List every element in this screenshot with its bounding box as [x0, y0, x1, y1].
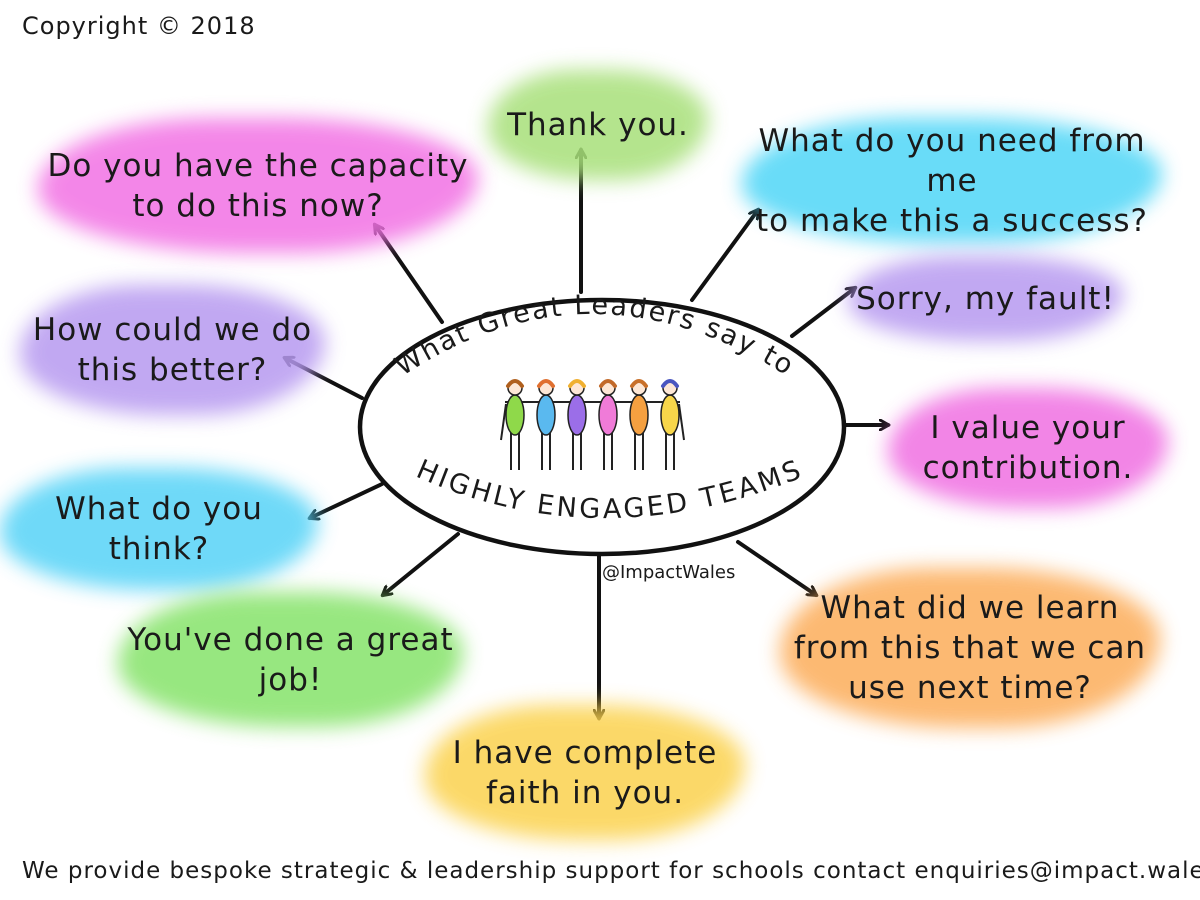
bubble-text: I value your contribution.	[922, 410, 1134, 486]
person-figure	[505, 379, 525, 470]
bubble-text: How could we do this better?	[32, 312, 313, 388]
arrow-learn	[736, 540, 816, 595]
arrow-great	[383, 532, 460, 595]
bubble-background	[848, 256, 1123, 341]
person-figure	[598, 379, 618, 470]
bubble-background	[888, 388, 1168, 508]
bubble-background	[0, 468, 318, 590]
bubble-text: I have complete faith in you.	[452, 734, 718, 811]
bubble-text: You've done a great job!	[127, 621, 454, 698]
bubble-capacity: Do you have the capacity to do this now?	[38, 118, 478, 253]
bubble-complete-faith: I have complete faith in you.	[425, 705, 745, 840]
team-people-illustration	[500, 379, 685, 470]
arrow-need	[690, 210, 758, 302]
twitter-handle: @ImpactWales	[602, 562, 736, 583]
bubble-text: What did we learn from this that we can …	[793, 590, 1147, 706]
bubble-sorry: Sorry, my fault!	[848, 256, 1123, 341]
person-figure	[629, 379, 649, 470]
bubble-great-job: You've done a great job!	[118, 592, 463, 727]
bubble-background	[38, 118, 478, 253]
bubble-background	[118, 592, 463, 727]
bubble-what-do-you-need: What do you need from me to make this a …	[742, 118, 1162, 243]
bubble-text: Sorry, my fault!	[856, 280, 1115, 317]
arrow-sorry	[790, 288, 855, 338]
copyright-text: Copyright © 2018	[22, 12, 256, 40]
bubble-background	[20, 285, 325, 415]
arrow-think	[310, 482, 384, 518]
bubble-background	[425, 705, 745, 840]
bubble-what-did-we-learn: What did we learn from this that we can …	[780, 568, 1160, 728]
bubble-text: What do you think?	[55, 491, 263, 567]
bubble-value-contribution: I value your contribution.	[888, 388, 1168, 508]
bubble-do-better: How could we do this better?	[20, 285, 325, 415]
person-figure	[536, 379, 556, 470]
bubble-text: Thank you.	[507, 107, 689, 143]
bubble-thank-you: Thank you.	[488, 70, 708, 180]
bubble-what-do-you-think: What do you think?	[0, 468, 318, 590]
bubble-text: Do you have the capacity to do this now?	[47, 147, 469, 224]
footer-text: We provide bespoke strategic & leadershi…	[22, 858, 1200, 884]
bubble-background	[780, 568, 1160, 728]
person-figure	[660, 379, 680, 470]
bubble-text: What do you need from me to make this a …	[756, 122, 1148, 239]
person-figure	[567, 379, 587, 470]
bubble-background	[742, 118, 1162, 243]
bubble-background	[488, 70, 708, 180]
